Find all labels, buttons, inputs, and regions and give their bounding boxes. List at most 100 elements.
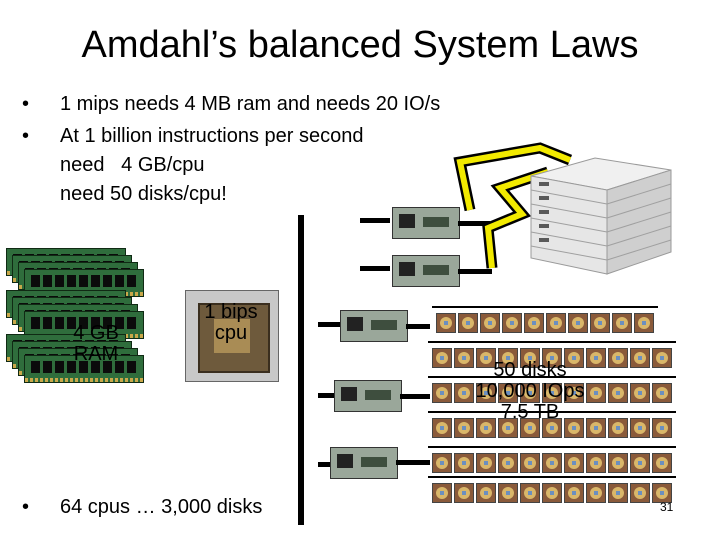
disk-drive-icon	[520, 348, 540, 368]
disk-drive-icon	[480, 313, 500, 333]
disk-drive-icon	[476, 453, 496, 473]
disk-drive-icon	[520, 453, 540, 473]
bullet-text: 64 cpus … 3,000 disks	[60, 496, 263, 518]
bullet-text: At 1 billion instructions per second	[60, 125, 364, 147]
disk-drive-icon	[564, 418, 584, 438]
cable-icon	[453, 142, 573, 269]
disk-drive-icon	[608, 483, 628, 503]
disk-drive-icon	[498, 418, 518, 438]
bus-stub	[458, 269, 492, 274]
slide-title: Amdahl’s balanced System Laws	[81, 24, 639, 66]
ram-module-icon	[24, 355, 144, 383]
disk-drive-icon	[586, 383, 606, 403]
disk-drive-icon	[454, 418, 474, 438]
disk-bus-line	[428, 476, 676, 478]
disk-drive-icon	[630, 483, 650, 503]
disk-drive-icon	[454, 383, 474, 403]
disk-drive-icon	[630, 348, 650, 368]
disk-drive-icon	[502, 313, 522, 333]
bullet-marker: •	[22, 93, 30, 115]
disk-drive-icon	[542, 418, 562, 438]
disk-drive-icon	[630, 453, 650, 473]
disk-bus-line	[432, 306, 658, 308]
disk-drive-icon	[454, 453, 474, 473]
disk-drive-icon	[608, 453, 628, 473]
disk-drive-icon	[630, 383, 650, 403]
bus-stub	[318, 322, 340, 327]
disk-drive-icon	[564, 348, 584, 368]
disk-drive-icon	[568, 313, 588, 333]
disk-drive-icon	[546, 313, 566, 333]
bullet-text: 1 mips needs 4 MB ram and needs 20 IO/s	[60, 93, 441, 115]
controller-card-icon	[330, 447, 398, 479]
disk-drive-icon	[520, 418, 540, 438]
disk-drive-icon	[652, 383, 672, 403]
disk-drive-icon	[432, 418, 452, 438]
disk-drive-icon	[608, 418, 628, 438]
disk-drive-icon	[432, 383, 452, 403]
disk-drive-icon	[432, 453, 452, 473]
disk-drive-icon	[652, 453, 672, 473]
controller-card-icon	[392, 207, 460, 239]
disk-drive-icon	[586, 418, 606, 438]
bus-stub	[360, 266, 390, 271]
bullet-text: need 4 GB/cpu	[60, 154, 205, 176]
disk-drive-icon	[590, 313, 610, 333]
bus-stub	[406, 324, 430, 329]
page-number: 31	[660, 500, 674, 514]
disk-drive-icon	[608, 348, 628, 368]
disk-drive-icon	[586, 348, 606, 368]
disk-drive-icon	[652, 418, 672, 438]
disk-drive-icon	[476, 383, 496, 403]
system-bus	[298, 215, 304, 525]
bullet-text: need 50 disks/cpu!	[60, 183, 227, 205]
disk-drive-icon	[542, 348, 562, 368]
disk-drive-icon	[436, 313, 456, 333]
disk-drive-icon	[542, 453, 562, 473]
server-rack-icon	[530, 157, 672, 275]
ram-label: 4 GB RAM	[46, 323, 146, 365]
bullet-marker: •	[22, 125, 30, 147]
cpu-label-line: cpu	[214, 322, 248, 344]
disk-drive-icon	[542, 483, 562, 503]
disk-drive-icon	[630, 418, 650, 438]
bus-stub	[360, 218, 390, 223]
cpu-chip-icon	[185, 290, 279, 382]
disk-bus-line	[428, 376, 676, 378]
disk-drive-icon	[432, 483, 452, 503]
ram-label-line: RAM	[73, 343, 119, 365]
cpu-label-line: 1 bips	[204, 301, 258, 323]
disk-drive-icon	[542, 383, 562, 403]
disk-label-line: 7.5 TB	[500, 401, 560, 423]
bus-stub	[318, 462, 340, 467]
disk-drive-icon	[498, 348, 518, 368]
disk-drive-icon	[652, 483, 672, 503]
cpu-label: 1 bips cpu	[185, 302, 277, 344]
disk-bus-line	[428, 411, 676, 413]
disk-drive-icon	[564, 483, 584, 503]
disk-drive-icon	[454, 483, 474, 503]
bus-stub	[400, 394, 430, 399]
controller-card-icon	[334, 380, 402, 412]
disk-label: 50 disks 10,000 IOps 7.5 TB	[420, 360, 640, 423]
ram-label-line: 4 GB	[73, 322, 119, 344]
controller-card-icon	[340, 310, 408, 342]
bullet-marker: •	[22, 496, 30, 518]
disk-label-line: 10,000 IOps	[475, 380, 585, 402]
disk-drive-icon	[586, 453, 606, 473]
disk-drive-icon	[498, 483, 518, 503]
bus-stub	[396, 460, 430, 465]
disk-bus-line	[428, 446, 676, 448]
disk-label-line: 50 disks	[493, 359, 567, 381]
disk-drive-icon	[498, 383, 518, 403]
disk-drive-icon	[564, 383, 584, 403]
bus-stub	[458, 221, 490, 226]
disk-drive-icon	[476, 418, 496, 438]
disk-drive-icon	[608, 383, 628, 403]
controller-card-icon	[392, 255, 460, 287]
disk-drive-icon	[476, 483, 496, 503]
disk-drive-icon	[652, 348, 672, 368]
disk-drive-icon	[564, 453, 584, 473]
disk-drive-icon	[458, 313, 478, 333]
disk-drive-icon	[432, 348, 452, 368]
